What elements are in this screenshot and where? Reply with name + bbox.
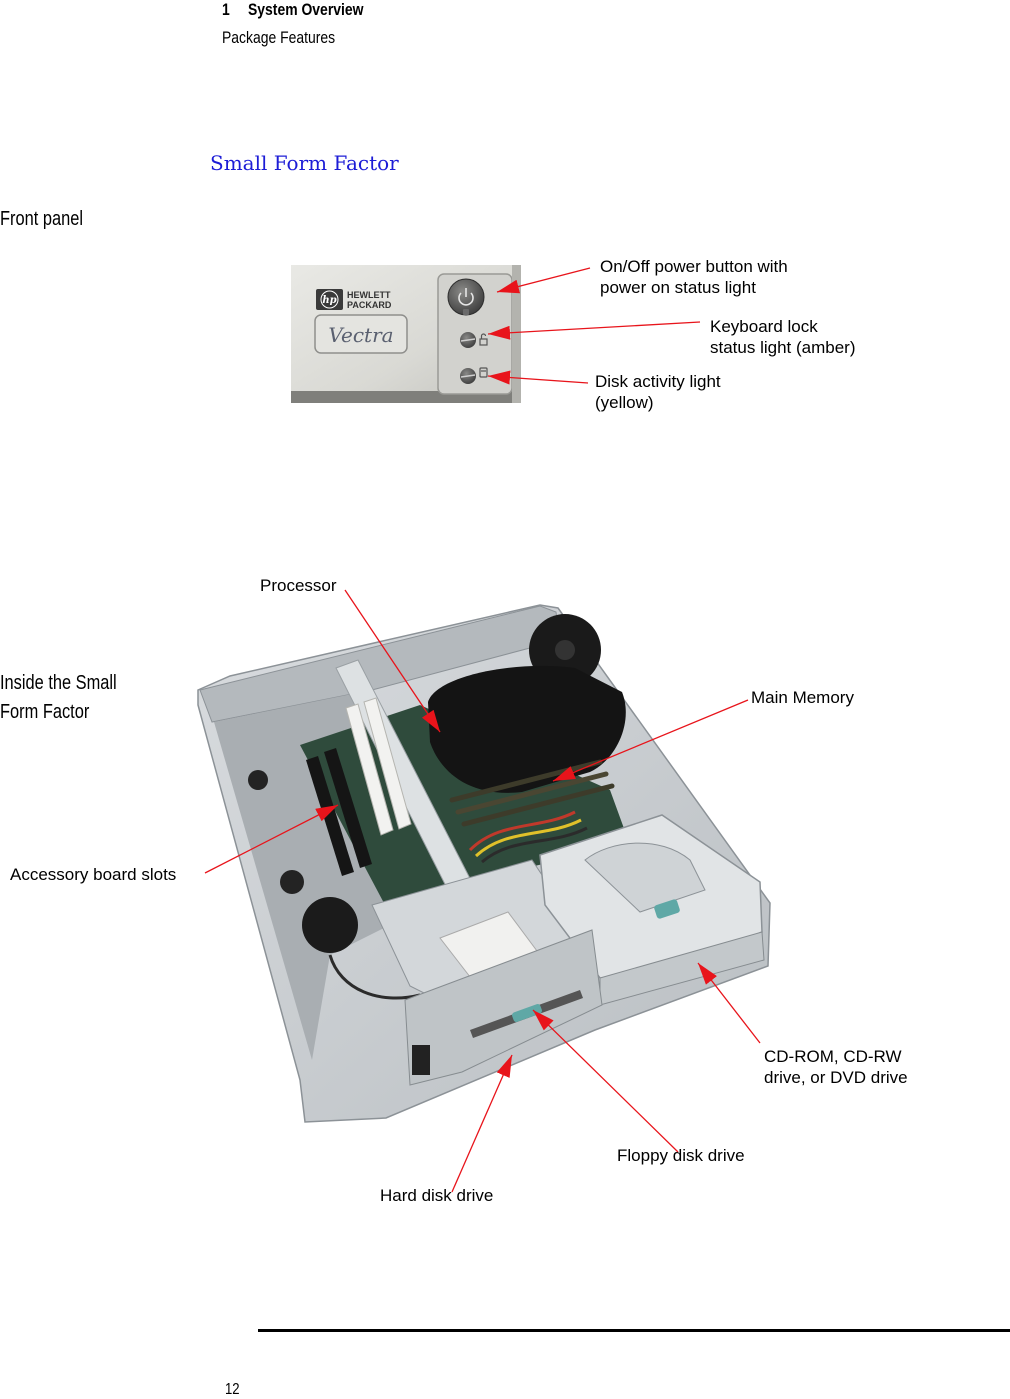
callout-arrows (204, 267, 761, 1193)
chapter-title: System Overview (248, 0, 364, 19)
page-number: 12 (225, 1381, 240, 1398)
drive-bay-front (404, 929, 603, 1086)
keyboard-lock-light-slit (460, 338, 476, 342)
processor-fan-duct (428, 665, 626, 793)
inside-heading: Inside the Small Form Factor (0, 669, 117, 727)
callout-hard-drive: Hard disk drive (380, 1186, 494, 1205)
callout-line: On/Off power button with (600, 257, 788, 276)
callout-floppy-drive: Floppy disk drive (617, 1146, 745, 1165)
callout-line: (yellow) (595, 393, 654, 412)
bezel-right-edge (512, 265, 521, 403)
riser-card (363, 697, 412, 830)
arrow-keyboard-lock (487, 321, 701, 340)
arrow-hard-drive (451, 1054, 513, 1193)
hp-logo-circle (320, 290, 339, 309)
disk-icon (479, 367, 488, 378)
callout-power-button: On/Off power button with power on status… (600, 256, 788, 298)
vectra-badge (314, 314, 408, 354)
callout-processor: Processor (260, 576, 337, 595)
hp-logo-word-1: HEWLETT (347, 290, 391, 300)
riser-card (345, 703, 394, 836)
chapter-number: 1 (222, 0, 230, 19)
hp-logo-letters: hp (322, 295, 336, 306)
arrow-accessory-slots (204, 804, 339, 874)
callout-line: drive, or DVD drive (764, 1068, 908, 1087)
floppy-eject-tab (512, 1004, 542, 1022)
accessory-slot (324, 748, 372, 868)
callout-disk-activity: Disk activity light (yellow) (595, 371, 721, 413)
arrow-disk-activity (487, 370, 589, 385)
front-panel-photo: hp HEWLETT PACKARD Vectra (291, 265, 521, 403)
hard-disk-connector (412, 1045, 430, 1075)
arrow-processor (344, 589, 441, 733)
drive-latch (654, 899, 680, 919)
arrow-optical-drive (697, 962, 761, 1044)
speaker (302, 897, 358, 953)
section-name: Package Features (222, 28, 336, 47)
callout-line: Disk activity light (595, 372, 721, 391)
chassis-bumper (280, 870, 304, 894)
inside-heading-line: Inside the Small (0, 672, 117, 694)
callout-line: status light (amber) (710, 338, 856, 357)
callout-main-memory: Main Memory (751, 688, 854, 707)
arrow-main-memory (552, 699, 749, 782)
footer-rule (258, 1329, 1010, 1332)
inside-photo (197, 604, 771, 1123)
chassis-bumper (248, 770, 268, 790)
arrow-floppy-drive (532, 1009, 679, 1153)
callout-keyboard-lock: Keyboard lock status light (amber) (710, 316, 856, 358)
page-title: Small Form Factor (210, 151, 399, 175)
lock-icon (479, 333, 488, 346)
hp-logo-word-2: PACKARD (347, 300, 392, 310)
callout-optical-drive: CD-ROM, CD-RW drive, or DVD drive (764, 1046, 908, 1088)
front-panel-heading: Front panel (0, 208, 83, 230)
callout-line: Keyboard lock (710, 317, 818, 336)
cables (328, 810, 588, 1000)
power-symbol-mark (463, 309, 469, 315)
drive-cage-bracket (584, 842, 706, 913)
callout-accessory-slots: Accessory board slots (10, 865, 177, 884)
callout-line: power on status light (600, 278, 756, 297)
callout-line: CD-ROM, CD-RW (764, 1047, 902, 1066)
power-icon (458, 288, 474, 306)
vectra-badge-text: Vectra (328, 323, 393, 347)
inside-heading-line: Form Factor (0, 701, 90, 723)
system-fan-hub (555, 640, 575, 660)
disk-activity-light-slit (460, 374, 476, 378)
arrow-power-button (496, 267, 591, 294)
